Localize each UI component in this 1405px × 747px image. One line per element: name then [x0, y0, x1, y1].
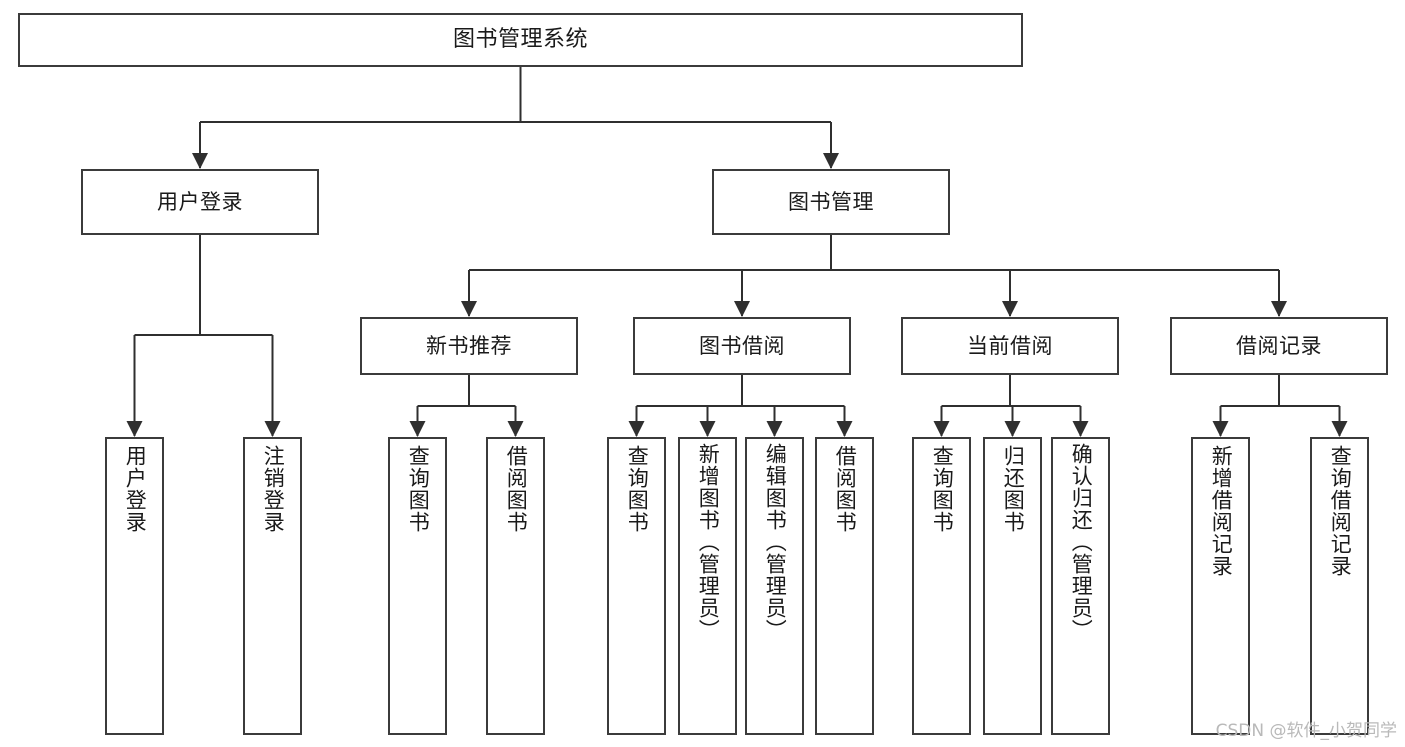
- node-label: 新增图书（管理员）: [696, 443, 721, 641]
- node-label: 归还图书: [1001, 445, 1026, 533]
- node-current-borrow[interactable]: 当前借阅: [901, 317, 1119, 375]
- leaf-query-borrow-record[interactable]: 查询借阅记录: [1310, 437, 1369, 735]
- node-label: 用户登录: [123, 445, 148, 533]
- node-label: 查询图书: [625, 445, 650, 533]
- leaf-borrow-book[interactable]: 借阅图书: [815, 437, 874, 735]
- node-label: 确认归还（管理员）: [1069, 443, 1094, 641]
- leaf-return-book[interactable]: 归还图书: [983, 437, 1042, 735]
- node-label: 查询借阅记录: [1328, 445, 1353, 577]
- node-user-login[interactable]: 用户登录: [81, 169, 319, 235]
- node-root-system[interactable]: 图书管理系统: [18, 13, 1023, 67]
- node-label: 编辑图书（管理员）: [763, 443, 788, 641]
- node-new-book-recommend[interactable]: 新书推荐: [360, 317, 578, 375]
- node-label: 图书管理系统: [452, 27, 588, 53]
- leaf-add-borrow-record[interactable]: 新增借阅记录: [1191, 437, 1250, 735]
- leaf-query-book-recommend[interactable]: 查询图书: [388, 437, 447, 735]
- node-label: 借阅图书: [833, 445, 858, 533]
- leaf-borrow-book-recommend[interactable]: 借阅图书: [486, 437, 545, 735]
- leaf-query-book-current[interactable]: 查询图书: [912, 437, 971, 735]
- leaf-confirm-return-admin[interactable]: 确认归还（管理员）: [1051, 437, 1110, 735]
- node-book-borrow[interactable]: 图书借阅: [633, 317, 851, 375]
- node-label: 当前借阅: [967, 333, 1053, 358]
- node-label: 新书推荐: [426, 333, 512, 358]
- leaf-add-book-admin[interactable]: 新增图书（管理员）: [678, 437, 737, 735]
- node-label: 用户登录: [157, 189, 243, 214]
- leaf-logout[interactable]: 注销登录: [243, 437, 302, 735]
- watermark-text: CSDN @软件_小贺同学: [1215, 721, 1397, 741]
- node-label: 查询图书: [406, 445, 431, 533]
- node-book-manage[interactable]: 图书管理: [712, 169, 950, 235]
- node-borrow-record[interactable]: 借阅记录: [1170, 317, 1388, 375]
- node-label: 注销登录: [261, 445, 286, 533]
- node-label: 借阅记录: [1236, 333, 1322, 358]
- node-label: 图书借阅: [699, 333, 785, 358]
- node-label: 借阅图书: [504, 445, 529, 533]
- leaf-user-login[interactable]: 用户登录: [105, 437, 164, 735]
- node-label: 查询图书: [930, 445, 955, 533]
- leaf-edit-book-admin[interactable]: 编辑图书（管理员）: [745, 437, 804, 735]
- node-label: 新增借阅记录: [1209, 445, 1234, 577]
- node-label: 图书管理: [788, 189, 874, 214]
- leaf-query-book-borrow[interactable]: 查询图书: [607, 437, 666, 735]
